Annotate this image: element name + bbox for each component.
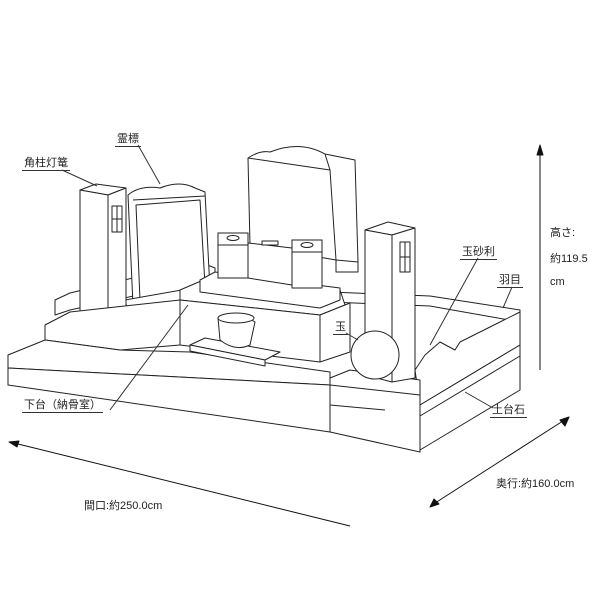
label-panel: 羽目 (497, 273, 523, 288)
dimension-arrows (8, 144, 570, 527)
label-lower-base: 下台（納骨室） (22, 398, 103, 413)
label-foundation: 土台石 (490, 403, 527, 418)
vases (217, 232, 323, 289)
ball-stone (350, 330, 400, 380)
left-steps (7, 299, 331, 433)
right-border (329, 311, 521, 453)
label-ball: 玉 (333, 320, 348, 335)
leader-lines (61, 144, 513, 411)
incense-urn (189, 312, 281, 367)
label-gravel: 玉砂利 (460, 245, 497, 260)
depth-arrow (431, 418, 567, 506)
depth-label: 奥行:約160.0cm (496, 478, 575, 490)
width-label: 間口:約250.0cm (84, 500, 163, 512)
label-lantern: 角柱灯篭 (22, 156, 70, 171)
left-lantern (79, 183, 127, 326)
height-value: 約119.5 (550, 253, 588, 265)
height-unit: cm (550, 276, 565, 288)
main-tablet (247, 146, 359, 273)
height-label: 高さ: (550, 227, 576, 239)
width-arrow (13, 442, 351, 527)
label-memorial-tablet: 霊標 (115, 132, 141, 147)
